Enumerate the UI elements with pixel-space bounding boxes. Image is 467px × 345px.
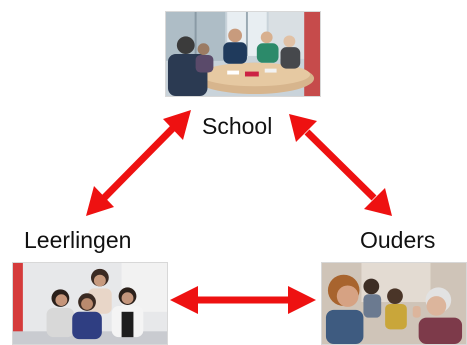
arrow-school-parents <box>289 114 392 216</box>
students-label: Leerlingen <box>24 227 132 253</box>
arrowhead-parents <box>364 188 392 216</box>
students-image <box>13 263 167 344</box>
arrowhead-students-right <box>170 286 198 314</box>
arrowhead-school-right <box>289 114 317 142</box>
parents-photo <box>321 262 467 345</box>
parents-image <box>322 263 466 344</box>
arrow-school-students <box>86 110 191 216</box>
arrowhead-school <box>163 110 191 140</box>
arrowhead-students <box>86 186 114 216</box>
arrowhead-parents-left <box>288 286 316 314</box>
parents-label: Ouders <box>360 227 436 253</box>
school-photo <box>165 11 321 97</box>
school-meeting-image <box>166 12 320 96</box>
school-label: School <box>202 113 273 139</box>
arrow-students-parents <box>170 286 316 314</box>
